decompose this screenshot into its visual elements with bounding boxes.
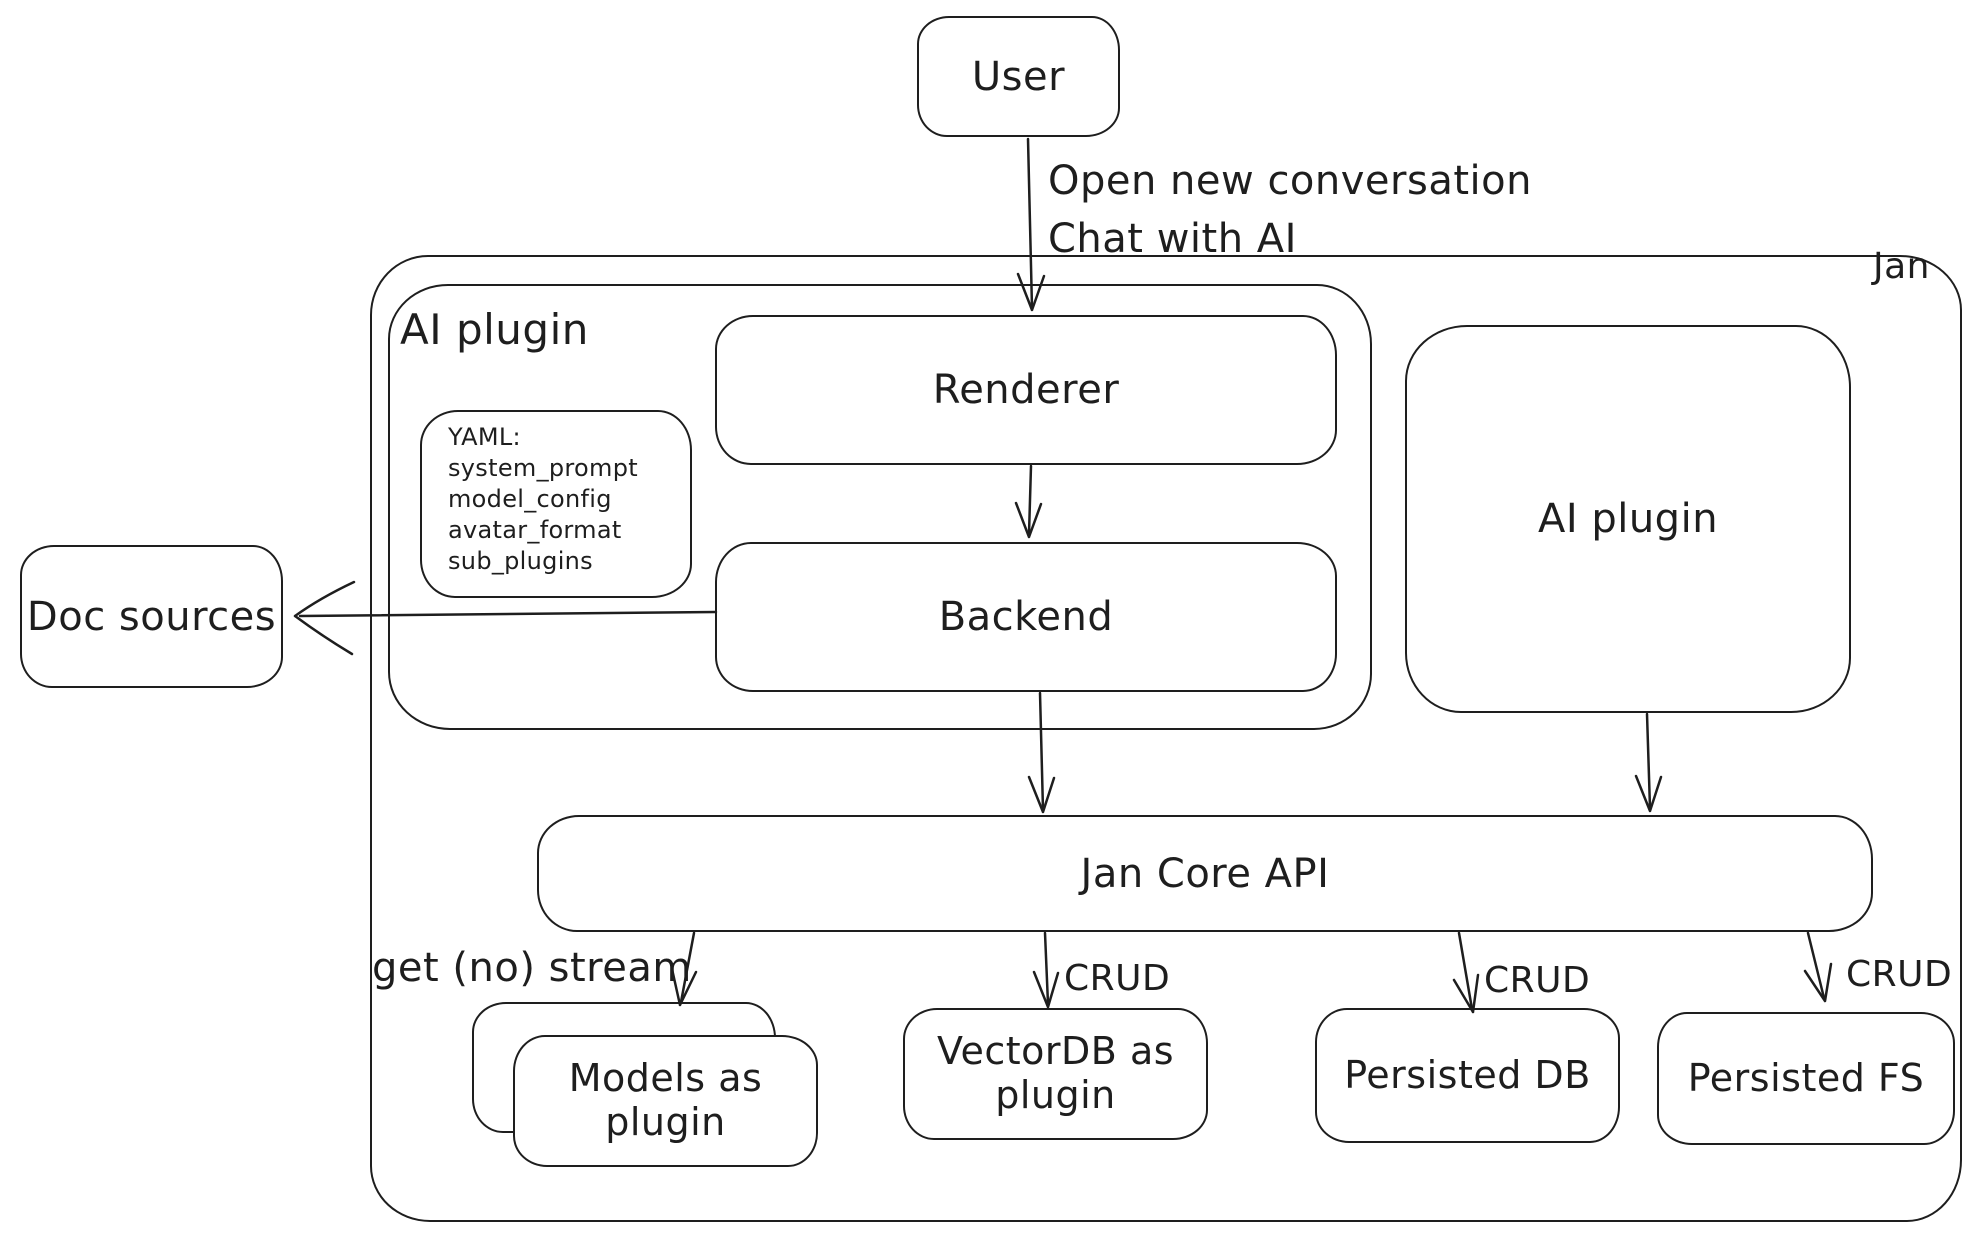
crud-label-persisted-fs: CRUD [1846,954,1953,995]
ai-plugin-container-label: AI plugin [400,305,589,354]
yaml-note-box: YAML: system_prompt model_config avatar_… [420,410,692,598]
yaml-line: sub_plugins [448,547,593,575]
ai-plugin-right-box: AI plugin [1405,325,1851,713]
vectordb-label-line1: VectorDB as [936,1029,1175,1074]
user-edge-label-line1: Open new conversation [1048,158,1532,204]
jan-core-api-label: Jan Core API [1080,850,1330,897]
yaml-note-text: YAML: system_prompt model_config avatar_… [448,422,638,577]
persisted-db-label: Persisted DB [1344,1052,1591,1097]
crud-label-persisted-db: CRUD [1484,960,1591,1001]
jan-core-api-box: Jan Core API [537,815,1873,932]
yaml-line: YAML: [448,423,521,451]
user-box: User [917,16,1120,137]
persisted-db-box: Persisted DB [1315,1008,1620,1143]
yaml-line: system_prompt [448,454,638,482]
renderer-box: Renderer [715,315,1337,465]
yaml-line: avatar_format [448,516,622,544]
yaml-line: model_config [448,485,612,513]
models-label-line2: plugin [605,1100,726,1144]
doc-sources-box: Doc sources [20,545,283,688]
vectordb-label-line2: plugin [995,1073,1116,1117]
renderer-label: Renderer [932,367,1120,413]
user-edge-label: Open new conversation Chat with AI [1048,152,1532,268]
doc-sources-label: Doc sources [26,593,277,640]
backend-label: Backend [938,594,1114,640]
user-edge-label-line2: Chat with AI [1048,216,1297,262]
models-front-box: Models as plugin [513,1035,818,1167]
persisted-fs-label: Persisted FS [1687,1055,1925,1100]
backend-box: Backend [715,542,1337,692]
vectordb-box: VectorDB as plugin [903,1008,1208,1140]
crud-label-vectordb: CRUD [1064,958,1171,999]
ai-plugin-right-label: AI plugin [1537,496,1719,542]
get-no-stream-label: get (no) stream [372,945,692,991]
models-label-line1: Models as [568,1056,763,1101]
user-label: User [971,53,1066,100]
jan-region-label: Jan [1873,246,1930,287]
persisted-fs-box: Persisted FS [1657,1012,1955,1145]
